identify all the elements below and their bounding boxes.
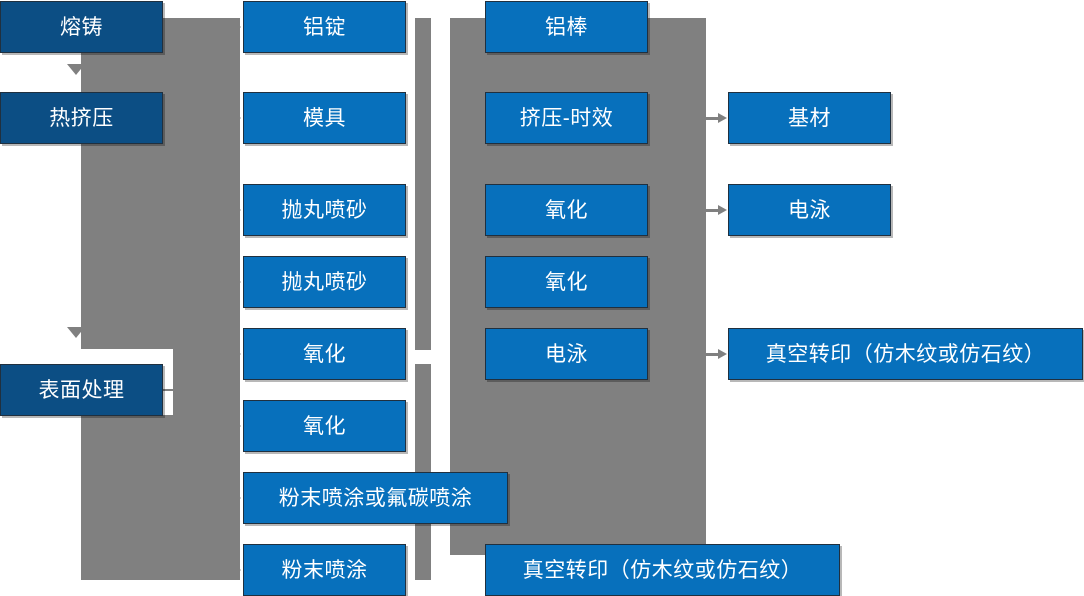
rail-separator-5 — [431, 326, 450, 328]
arrow-to-proc-mold — [229, 109, 241, 127]
node-inter-vacuum-transfer[interactable]: 真空转印（仿木纹或仿石纹） — [485, 544, 840, 596]
node-label: 氧化 — [303, 414, 346, 438]
node-proc-oxidation-1[interactable]: 氧化 — [243, 328, 406, 380]
node-out-base-material[interactable]: 基材 — [728, 92, 891, 144]
arrow-electrophoresis-to-vacuum-transfer — [700, 349, 727, 359]
arrow-melting-to-hot-extrusion — [67, 64, 85, 75]
node-label: 挤压-时效 — [519, 106, 614, 130]
node-proc-shot-blasting-1[interactable]: 抛丸喷砂 — [243, 184, 406, 236]
node-inter-aluminum-bar[interactable]: 铝棒 — [485, 1, 648, 53]
node-label: 抛丸喷砂 — [281, 270, 368, 294]
arrow-to-proc-oxidation-1 — [229, 345, 241, 363]
arrow-to-proc-oxidation-2 — [229, 417, 241, 435]
rail-gap-3 — [431, 182, 450, 256]
rail-separator-4 — [431, 256, 450, 258]
node-label: 表面处理 — [38, 378, 125, 402]
arrow-to-proc-aluminum-ingot — [229, 18, 241, 36]
rail-gap-5 — [431, 328, 450, 350]
arrow-to-proc-shot-blasting-1 — [229, 201, 241, 219]
node-proc-aluminum-ingot[interactable]: 铝锭 — [243, 1, 406, 53]
node-label: 电泳 — [545, 342, 588, 366]
node-proc-powder-coating[interactable]: 粉末喷涂 — [243, 544, 406, 596]
rail-gap-6 — [431, 364, 450, 565]
arrow-extrusion-aging-to-base-material — [700, 113, 727, 123]
node-label: 模具 — [303, 106, 346, 130]
rail-separator-3 — [431, 180, 450, 182]
rail-separator-1 — [431, 22, 450, 24]
node-label: 电泳 — [788, 198, 831, 222]
node-label: 氧化 — [303, 342, 346, 366]
rail-gap-1 — [431, 24, 450, 102]
arrow-to-proc-powder-coating — [229, 561, 241, 579]
node-label: 氧化 — [545, 270, 588, 294]
node-proc-oxidation-2[interactable]: 氧化 — [243, 400, 406, 452]
node-label: 铝棒 — [545, 15, 588, 39]
node-inter-electrophoresis[interactable]: 电泳 — [485, 328, 648, 380]
node-inter-oxidation-2[interactable]: 氧化 — [485, 256, 648, 308]
arrow-to-proc-powder-or-pvdf — [229, 489, 241, 507]
node-label: 真空转印（仿木纹或仿石纹） — [522, 558, 803, 582]
rail-gap-2 — [431, 104, 450, 180]
rail-separator-6 — [431, 565, 450, 567]
node-label: 铝锭 — [303, 15, 346, 39]
node-proc-powder-or-pvdf-coating[interactable]: 粉末喷涂或氟碳喷涂 — [243, 472, 508, 524]
node-stage-melting[interactable]: 熔铸 — [0, 1, 163, 53]
node-out-electrophoresis[interactable]: 电泳 — [728, 184, 891, 236]
arrow-to-proc-shot-blasting-2 — [229, 273, 241, 291]
node-proc-mold[interactable]: 模具 — [243, 92, 406, 144]
node-label: 粉末喷涂或氟碳喷涂 — [278, 486, 473, 510]
node-label: 氧化 — [545, 198, 588, 222]
node-label: 粉末喷涂 — [281, 558, 368, 582]
node-inter-oxidation-1[interactable]: 氧化 — [485, 184, 648, 236]
node-out-vacuum-transfer[interactable]: 真空转印（仿木纹或仿石纹） — [728, 328, 1083, 380]
node-label: 真空转印（仿木纹或仿石纹） — [765, 342, 1046, 366]
node-label: 基材 — [788, 106, 831, 130]
connector-process-to-intermediate-rail — [415, 18, 431, 580]
node-label: 熔铸 — [60, 15, 103, 39]
node-label: 热挤压 — [49, 106, 114, 130]
rail-gap-4 — [431, 258, 450, 326]
node-label: 抛丸喷砂 — [281, 198, 368, 222]
arrow-oxidation-to-electrophoresis — [700, 205, 727, 215]
node-stage-surface-treatment[interactable]: 表面处理 — [0, 364, 163, 416]
node-proc-shot-blasting-2[interactable]: 抛丸喷砂 — [243, 256, 406, 308]
rail-gap-7 — [431, 567, 450, 580]
elbow-surface-treatment-to-trunk — [163, 389, 181, 391]
node-stage-hot-extrusion[interactable]: 热挤压 — [0, 92, 163, 144]
node-inter-extrusion-aging[interactable]: 挤压-时效 — [485, 92, 648, 144]
rail-separator-2 — [431, 102, 450, 104]
arrow-hot-extrusion-to-surface-treatment — [67, 327, 85, 338]
rail-break — [415, 350, 450, 364]
